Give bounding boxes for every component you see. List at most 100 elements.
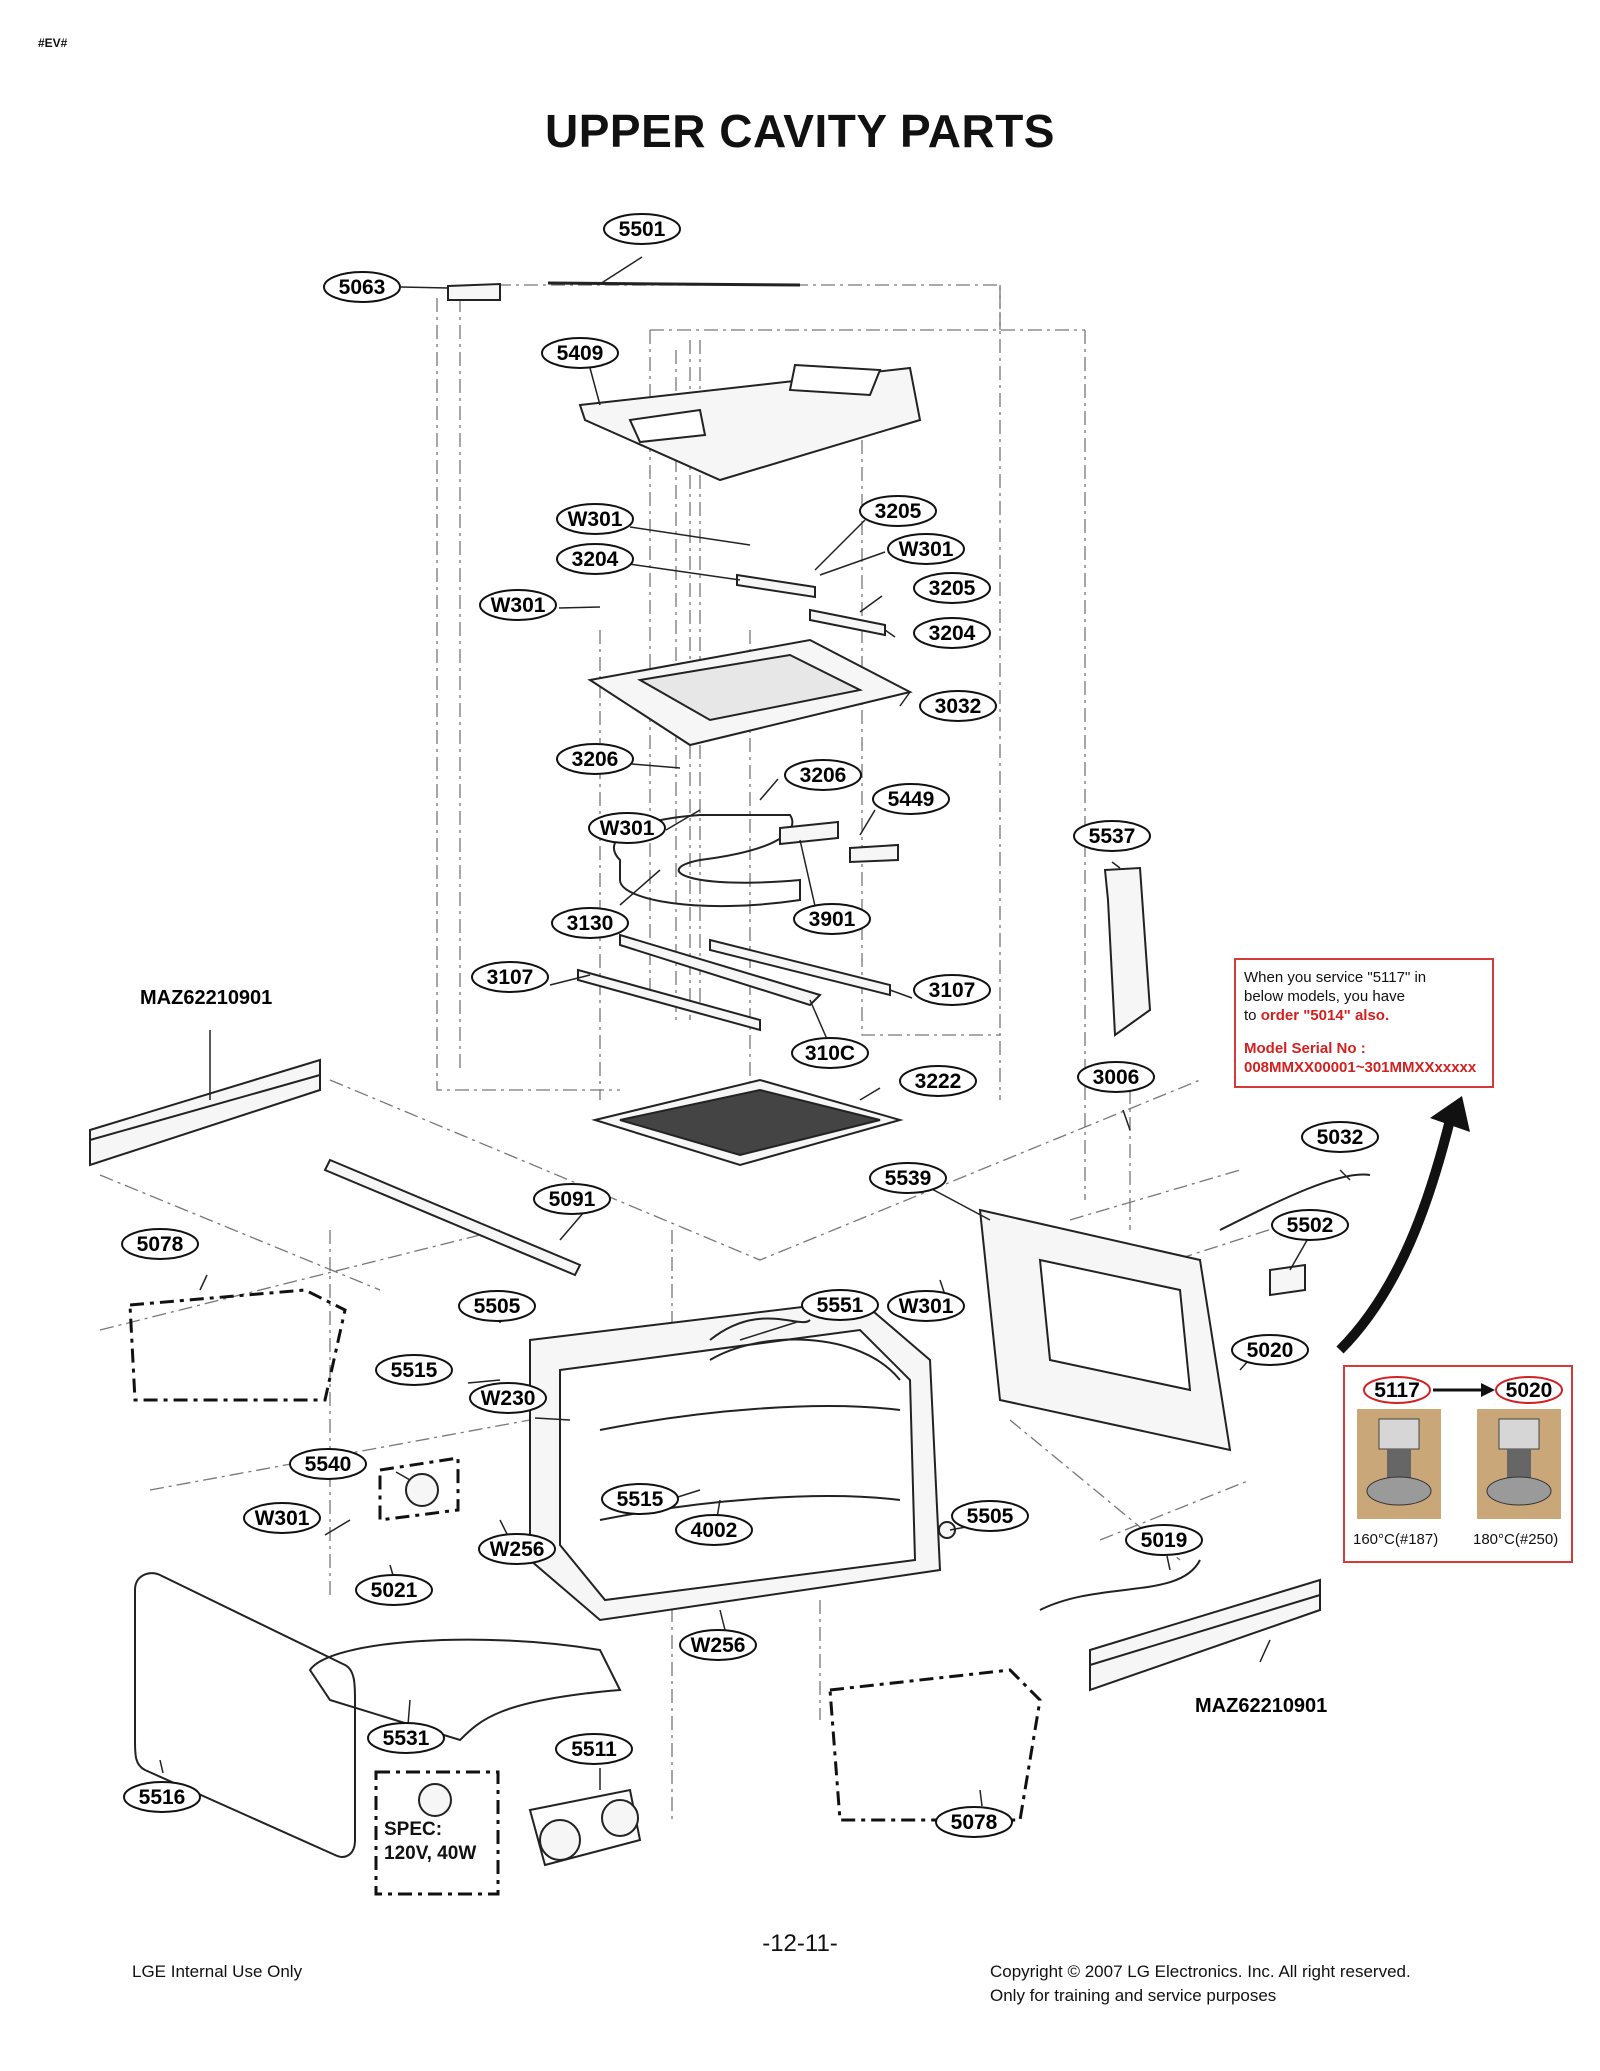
old-part-photo	[1357, 1409, 1441, 1519]
callout-number: W230	[481, 1387, 536, 1410]
old-part-oval	[1363, 1376, 1431, 1404]
callout-5515-b: 5515	[601, 1483, 679, 1515]
new-part-photo	[1477, 1409, 1561, 1519]
callout-number: W301	[899, 538, 954, 561]
lamp-5540	[405, 1473, 439, 1507]
callout-oval	[679, 1629, 757, 1661]
callout-number: 4002	[691, 1519, 738, 1542]
strip-3107-a	[577, 968, 761, 1032]
callout-number: 5505	[474, 1295, 521, 1318]
callout-number: 5516	[139, 1786, 186, 1809]
bar-5091	[323, 1158, 582, 1277]
callout-5019: 5019	[1125, 1524, 1203, 1556]
notice-line-1: When you service "5117" in	[1244, 969, 1427, 986]
callout-5032: 5032	[1301, 1121, 1379, 1153]
callout-5063: 5063	[323, 271, 401, 303]
callout-5505-b: 5505	[951, 1500, 1029, 1532]
notice-order-text: order "5014" also.	[1260, 1007, 1390, 1024]
rod-5501	[547, 281, 801, 287]
callout-5021: 5021	[355, 1574, 433, 1606]
callout-3130: 3130	[551, 907, 629, 939]
part-number-label-maz-right: MAZ62210901	[1195, 1695, 1327, 1717]
callout-oval	[913, 572, 991, 604]
callout-oval	[556, 743, 634, 775]
lamp-spec: SPEC: 120V, 40W	[384, 1818, 476, 1866]
callout-5540: 5540	[289, 1448, 367, 1480]
callout-oval	[1271, 1209, 1349, 1241]
callout-oval	[919, 690, 997, 722]
callout-oval	[603, 213, 681, 245]
callout-number: 3206	[572, 748, 619, 771]
callout-oval	[1125, 1524, 1203, 1556]
callout-oval	[601, 1483, 679, 1515]
callout-oval	[323, 271, 401, 303]
callout-number: 5551	[817, 1294, 864, 1317]
doc-code: #EV#	[38, 36, 68, 50]
callout-w230: W230	[469, 1382, 547, 1414]
callout-3204-a: 3204	[556, 543, 634, 575]
callout-number: 5515	[391, 1359, 438, 1382]
callout-5516: 5516	[123, 1781, 201, 1813]
callout-oval	[801, 1289, 879, 1321]
callout-number: 3204	[929, 622, 976, 645]
notice-line-3: to order "5014" also.	[1244, 1006, 1484, 1025]
callout-5551: 5551	[801, 1289, 879, 1321]
callout-number: 5078	[137, 1233, 184, 1256]
service-notice: When you service "5117" in below models,…	[1234, 958, 1494, 1088]
wire-5032	[1219, 1173, 1371, 1231]
callout-3206-b: 3206	[784, 759, 862, 791]
callout-3901: 3901	[793, 903, 871, 935]
lamp-bulb	[418, 1783, 452, 1817]
callout-oval	[1301, 1121, 1379, 1153]
callout-4002: 4002	[675, 1514, 753, 1546]
callout-number: 5409	[557, 342, 604, 365]
callout-5091: 5091	[533, 1183, 611, 1215]
wire-5019	[1039, 1559, 1201, 1611]
callout-oval	[471, 961, 549, 993]
callout-oval	[1073, 820, 1151, 852]
callout-3205-a: 3205	[859, 495, 937, 527]
callout-number: 5078	[951, 1811, 998, 1834]
callout-5539: 5539	[869, 1162, 947, 1194]
callout-oval	[1077, 1061, 1155, 1093]
bracket-5449-a	[779, 820, 839, 846]
callout-number: W256	[490, 1538, 545, 1561]
callout-oval	[556, 543, 634, 575]
callout-number: 5511	[571, 1738, 617, 1761]
callout-oval	[458, 1290, 536, 1322]
spec-label: SPEC:	[384, 1819, 443, 1840]
callout-number: 5501	[619, 218, 666, 241]
gasket-5516	[134, 1572, 356, 1858]
callout-w301-f: W301	[243, 1502, 321, 1534]
callout-oval	[556, 503, 634, 535]
callout-5501: 5501	[603, 213, 681, 245]
callout-number: 5019	[1141, 1529, 1188, 1552]
part-number-label-maz-left: MAZ62210901	[140, 987, 272, 1009]
callout-number: 5515	[617, 1488, 664, 1511]
callout-oval	[951, 1500, 1029, 1532]
callout-number: 3206	[800, 764, 847, 787]
callout-oval	[913, 974, 991, 1006]
element-3130	[613, 814, 801, 908]
callout-number: 3205	[929, 577, 976, 600]
callout-number: W301	[491, 594, 546, 617]
callout-310c: 310C	[791, 1037, 869, 1069]
new-part-oval	[1495, 1376, 1563, 1404]
model-serial-range: 008MMXX00001~301MMXXxxxxx	[1244, 1059, 1477, 1076]
callout-number: 5539	[885, 1167, 932, 1190]
callout-number: 5091	[549, 1188, 596, 1211]
part-replacement-box: 5117 5020 160°C(#187) 180°C(#250)	[1343, 1365, 1573, 1563]
callout-oval	[872, 783, 950, 815]
callout-number: 3222	[915, 1070, 962, 1093]
callout-number: 5032	[1317, 1126, 1364, 1149]
part-5505-b	[938, 1521, 956, 1539]
callout-w256-b: W256	[679, 1629, 757, 1661]
new-part-number: 5020	[1506, 1379, 1553, 1402]
slide-rail-right	[1089, 1578, 1321, 1692]
callout-number: 5020	[1247, 1339, 1294, 1362]
pointer-arrow-head	[1430, 1096, 1470, 1132]
callout-oval	[551, 907, 629, 939]
callout-oval	[675, 1514, 753, 1546]
callout-number: W301	[255, 1507, 310, 1530]
